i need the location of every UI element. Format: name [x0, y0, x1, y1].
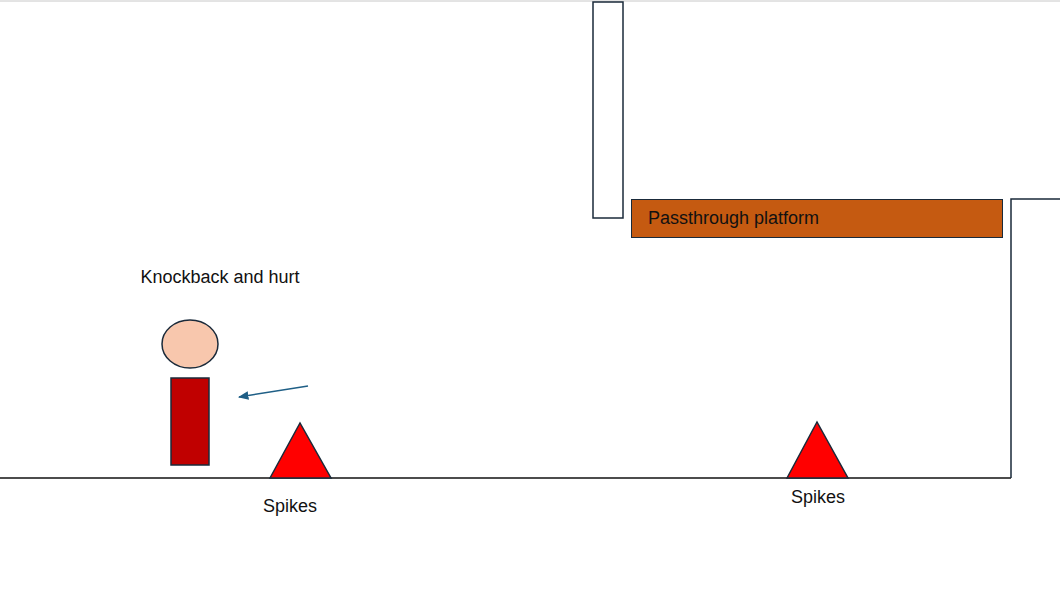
player-body: [171, 378, 209, 465]
part-label: Spikes: [791, 487, 845, 508]
passthrough-platform: Passthrough platform: [631, 199, 1003, 238]
spike: [270, 423, 331, 478]
right-wall: [1011, 199, 1060, 478]
platform-label: Passthrough platform: [648, 208, 819, 229]
knockback-arrow: [239, 386, 308, 397]
top-edge: [0, 1, 1060, 2]
ground-line: [0, 477, 1011, 479]
part-label: Spikes: [263, 496, 317, 517]
callout-note: Knockback and hurt: [140, 267, 299, 288]
spike: [787, 422, 848, 478]
hanging-wall: [593, 2, 623, 218]
player-head: [162, 320, 218, 368]
